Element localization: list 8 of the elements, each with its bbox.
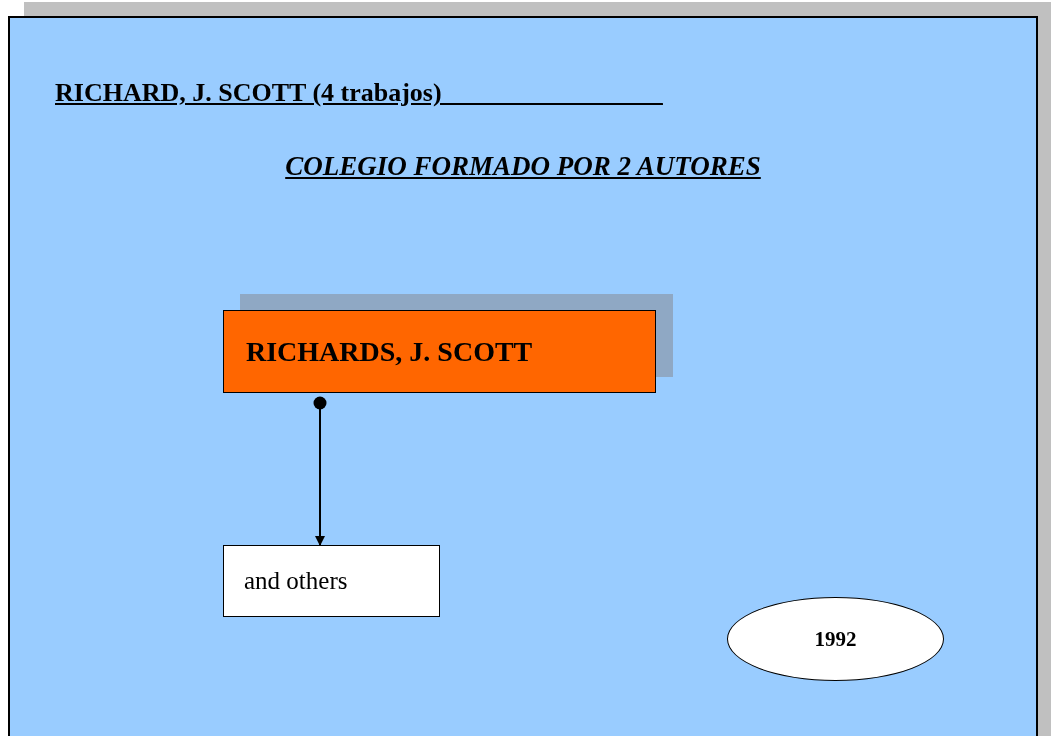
node-label: 1992: [814, 626, 857, 652]
heading: RICHARD, J. SCOTT (4 trabajos)_________________: [55, 78, 663, 108]
node-label: and others: [244, 567, 348, 595]
node-label: RICHARDS, J. SCOTT: [246, 335, 533, 368]
arrow: [313, 396, 327, 546]
subheading: COLEGIO FORMADO POR 2 AUTORES: [285, 151, 761, 181]
coauthor-box: [223, 545, 440, 617]
author-box: [223, 310, 656, 393]
